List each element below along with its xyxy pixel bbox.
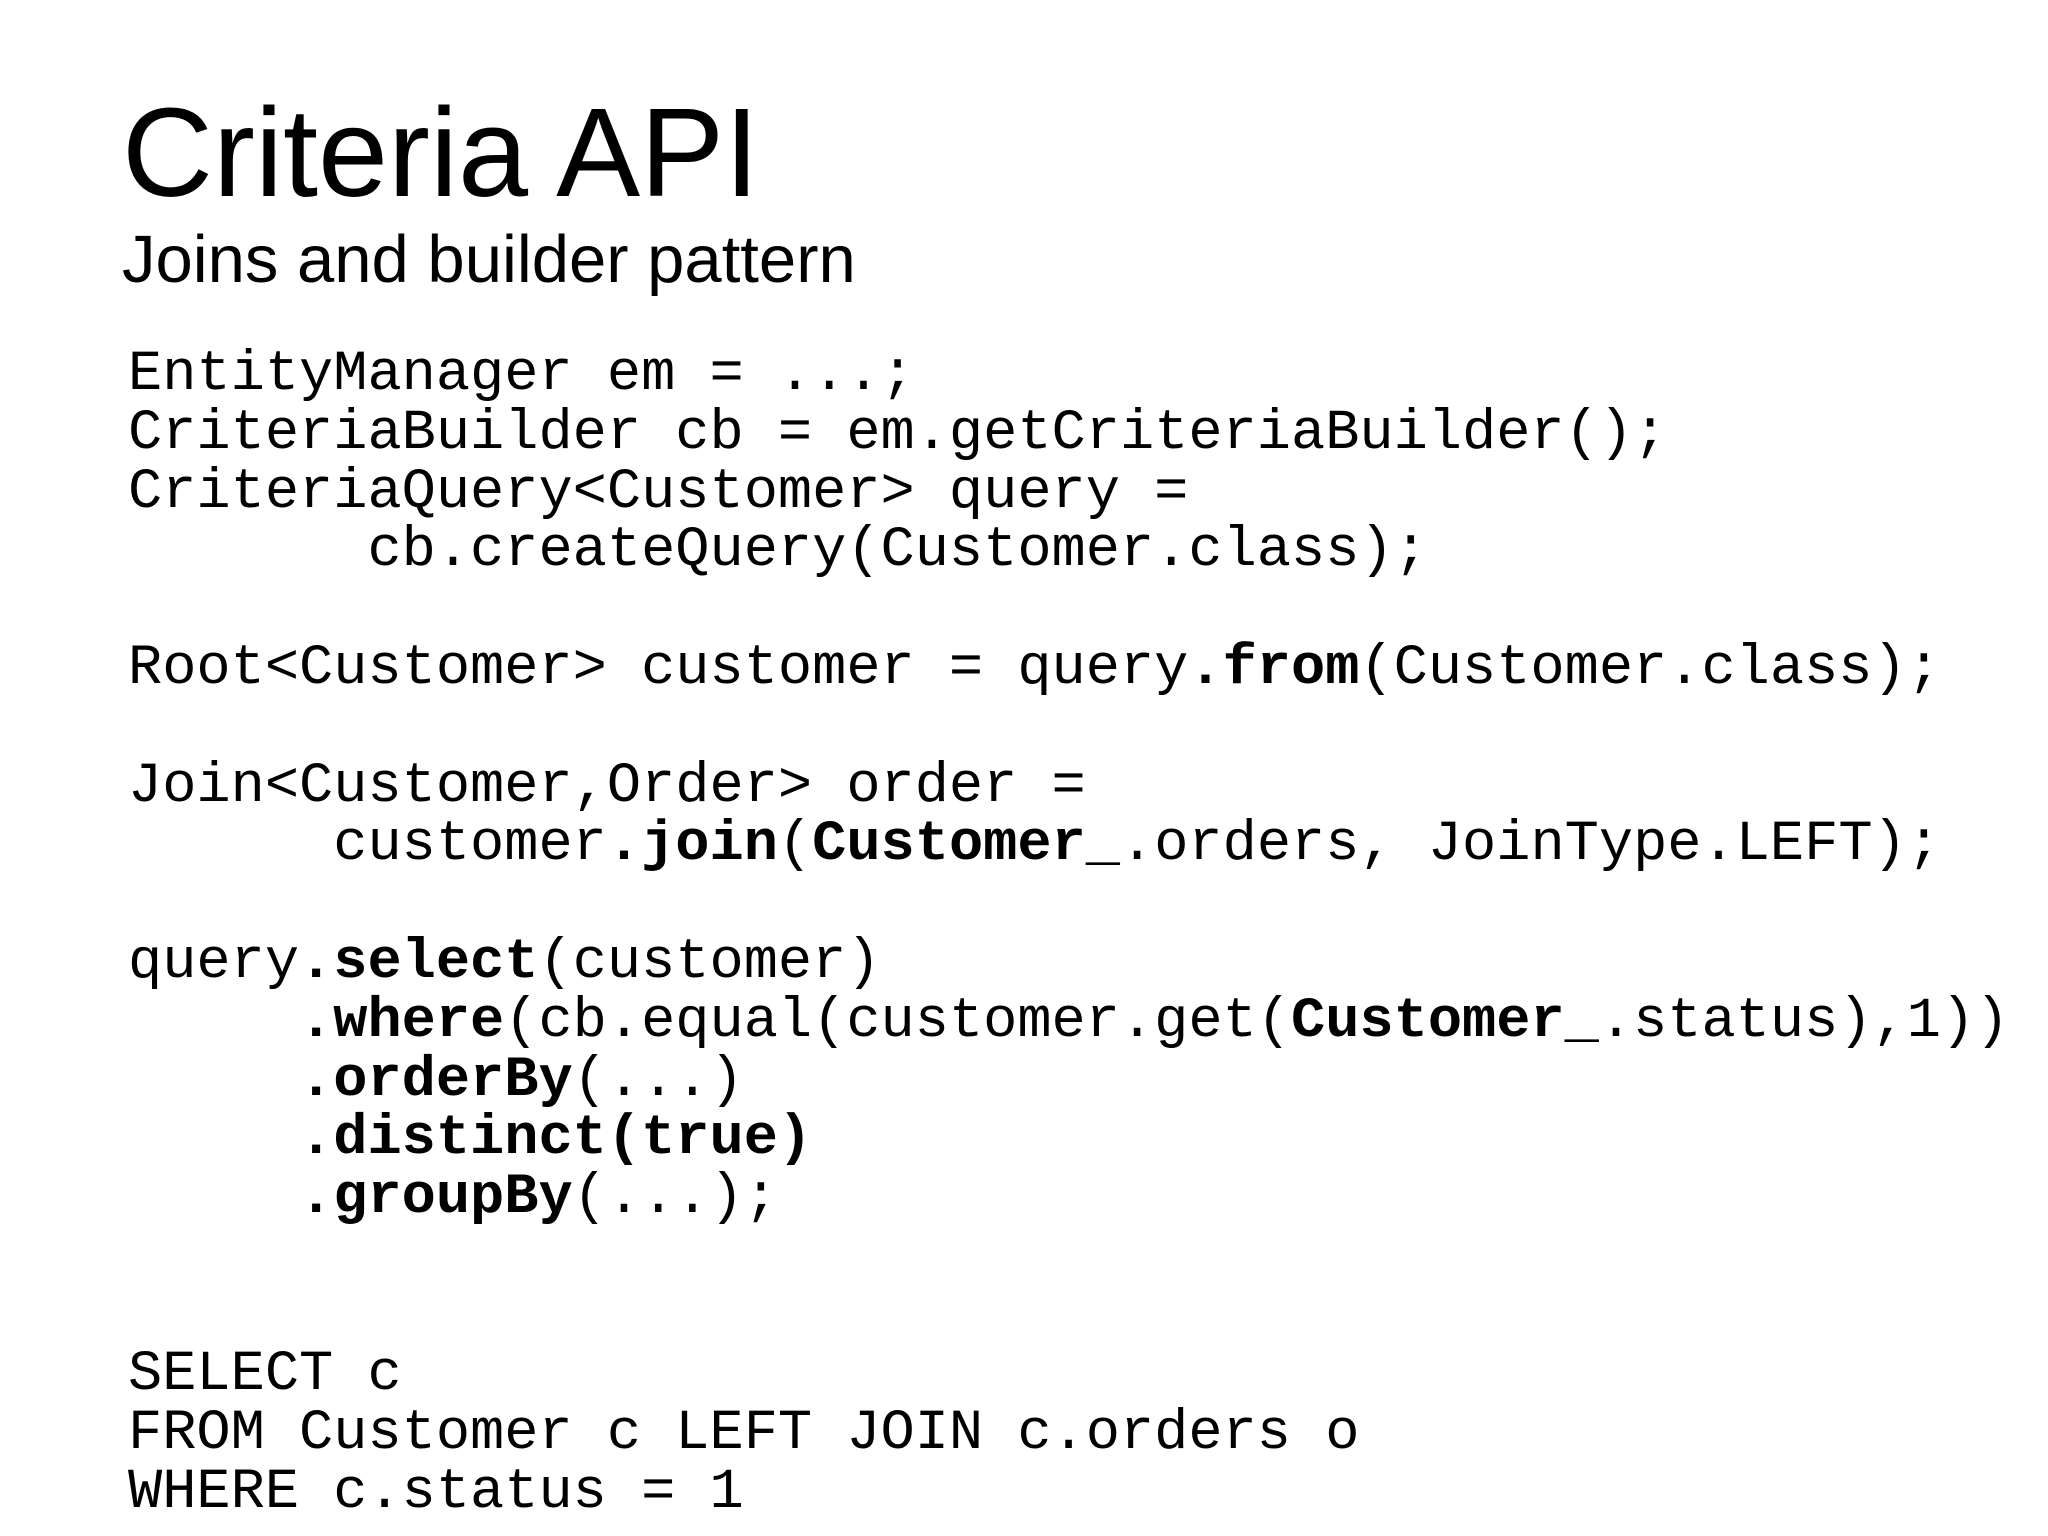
code-line: .distinct(true) (128, 1110, 2009, 1169)
code-segment: FROM Customer c LEFT JOIN c.orders o (128, 1401, 1360, 1466)
code-segment: cb.createQuery(Customer.class); (128, 519, 1428, 584)
code-line (128, 581, 2009, 640)
code-segment (128, 1049, 299, 1113)
code-line: Root<Customer> customer = query.from(Cus… (128, 640, 2009, 699)
code-segment: WHERE c.status = 1 (128, 1460, 744, 1525)
code-line: .orderBy(...) (128, 1048, 2009, 1113)
code-segment: Join<Customer,Order> order = (128, 754, 1086, 819)
code-segment: .orders, JoinType.LEFT); (1120, 813, 1941, 878)
code-segment: (Customer.class); (1359, 636, 1941, 701)
code-segment: Root<Customer> customer = query (128, 636, 1189, 701)
code-segment-bold: .orderBy (299, 1048, 573, 1113)
code-segment-bold: .where (299, 989, 505, 1054)
code-segment: (...) (572, 1048, 744, 1113)
code-segment-bold: .select (299, 930, 539, 995)
page-subtitle: Joins and builder pattern (122, 222, 856, 297)
code-line: SELECT c (128, 1346, 1359, 1405)
code-segment-bold: Customer_ (812, 813, 1120, 878)
code-segment-bold: .from (1188, 636, 1360, 701)
code-segment: (cb.equal(customer.get( (504, 989, 1291, 1054)
code-segment: customer (128, 813, 607, 878)
code-line: CriteriaQuery<Customer> query = (128, 460, 2009, 525)
code-line: CriteriaBuilder cb = em.getCriteriaBuild… (128, 401, 2009, 466)
code-line: query.select(customer) (128, 934, 2009, 993)
code-segment-bold: .distinct(true) (299, 1107, 813, 1172)
code-segment-bold: .join (606, 813, 778, 878)
code-segment: CriteriaQuery<Customer> query = (128, 460, 1189, 525)
code-line: cb.createQuery(Customer.class); (128, 522, 2009, 581)
code-segment: EntityManager em = ...; (128, 343, 915, 407)
java-code-block: EntityManager em = ...;CriteriaBuilder c… (128, 346, 2009, 1228)
code-line: .where(cb.equal(customer.get(Customer_.s… (128, 989, 2010, 1054)
code-line: WHERE c.status = 1 (128, 1460, 1359, 1525)
code-segment: ( (777, 813, 813, 878)
code-segment: (customer) (538, 930, 881, 995)
code-segment: CriteriaBuilder cb = em.getCriteriaBuild… (128, 401, 1668, 466)
code-line (128, 875, 2009, 934)
code-segment (128, 1166, 299, 1230)
code-line: EntityManager em = ...; (128, 346, 2009, 405)
code-segment-bold: Customer_ (1291, 989, 1599, 1054)
code-line: Join<Customer,Order> order = (128, 754, 2009, 819)
code-line (128, 699, 2009, 758)
page-title: Criteria API (122, 82, 760, 223)
code-segment: (...); (572, 1166, 778, 1231)
code-segment: query (128, 930, 300, 995)
code-segment (128, 1107, 299, 1171)
code-segment-bold: .groupBy (299, 1166, 573, 1231)
code-segment: .status),1)) (1598, 989, 2010, 1054)
code-segment (128, 990, 299, 1054)
code-line: .groupBy(...); (128, 1169, 2009, 1228)
code-segment: SELECT c (128, 1343, 402, 1407)
code-line: FROM Customer c LEFT JOIN c.orders o (128, 1401, 1360, 1466)
code-line: customer.join(Customer_.orders, JoinType… (128, 816, 2009, 875)
